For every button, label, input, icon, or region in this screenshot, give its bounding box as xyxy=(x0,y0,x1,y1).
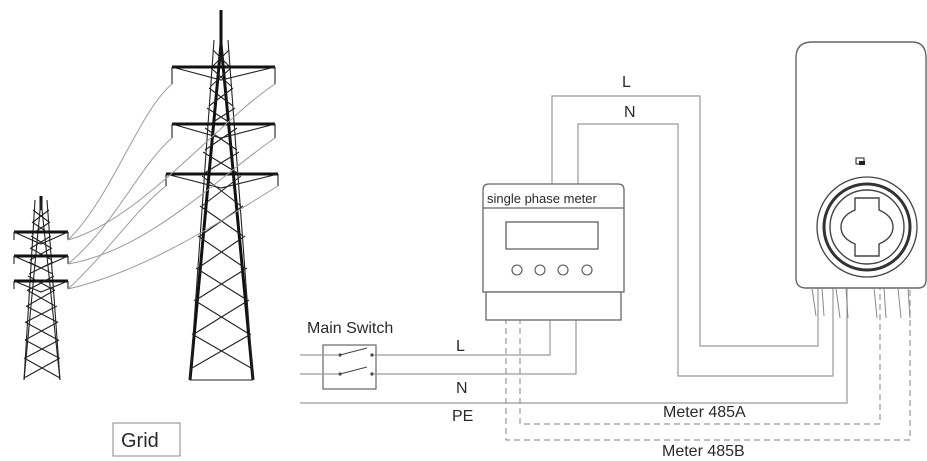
label-line-bottom: L xyxy=(456,338,465,355)
ev-socket-icon[interactable] xyxy=(816,176,918,278)
label-protective-earth: PE xyxy=(452,408,473,425)
meter-button-3[interactable] xyxy=(557,264,569,276)
meter-button-4[interactable] xyxy=(581,264,593,276)
wires xyxy=(300,95,911,441)
large-tower-icon xyxy=(165,10,279,381)
grid-label-box xyxy=(112,422,181,457)
label-neutral-bottom: N xyxy=(456,380,468,397)
label-line-top: L xyxy=(622,74,631,91)
meter-button-1[interactable] xyxy=(511,264,523,276)
meter-display xyxy=(505,221,599,250)
meter-button-2[interactable] xyxy=(534,264,546,276)
meter-label: single phase meter xyxy=(487,191,598,206)
main-switch-icon[interactable] xyxy=(300,344,377,390)
ev-charger-icon[interactable] xyxy=(795,41,927,319)
meter-icon[interactable] xyxy=(482,183,625,321)
grid-label: Grid xyxy=(121,430,159,452)
label-neutral-top: N xyxy=(624,104,636,121)
main-switch-label: Main Switch xyxy=(307,320,393,337)
label-meter-485a: Meter 485A xyxy=(663,404,746,421)
label-meter-485b: Meter 485B xyxy=(662,443,745,460)
small-tower-icon xyxy=(13,196,69,381)
ev-status-icon xyxy=(855,157,865,165)
power-cables xyxy=(67,83,279,290)
